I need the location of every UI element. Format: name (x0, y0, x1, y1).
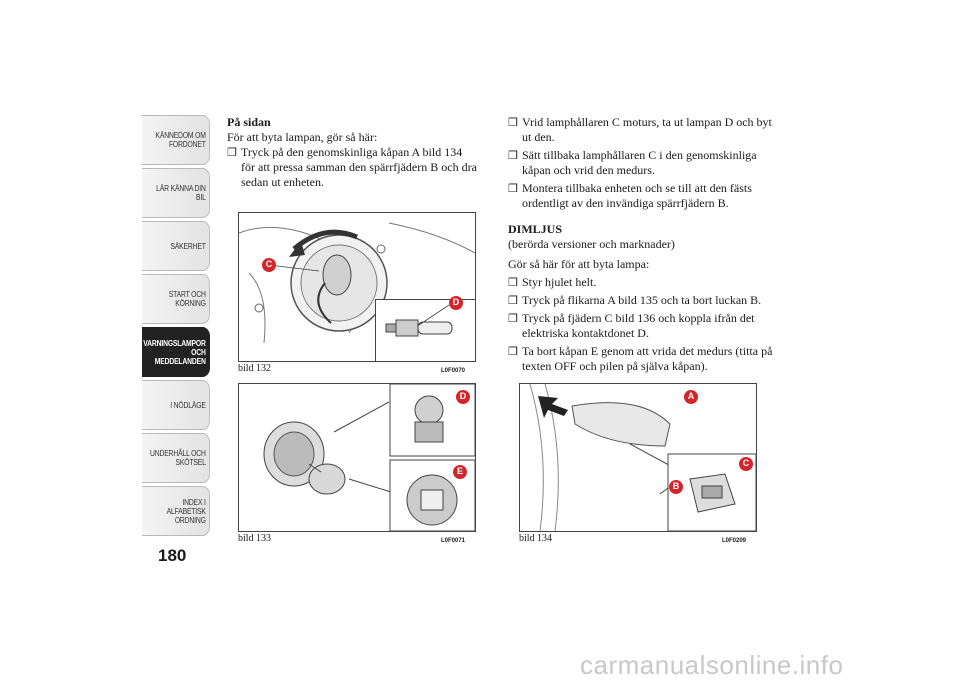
left-column: På sidan För att byta lampan, gör så här… (227, 115, 477, 193)
figure-code: L0F0070 (441, 368, 466, 374)
list-item-text: Tryck på fjädern C bild 136 och koppla i… (522, 311, 755, 340)
sidebar-item-kannedom[interactable]: KÄNNEDOM OM FORDONET (142, 115, 210, 165)
intro-text: Gör så här för att byta lampa: (508, 257, 650, 271)
label-c: C (265, 259, 273, 269)
list-item: ❒ Montera tillbaka enheten och se till a… (508, 181, 778, 211)
sidebar-item-label: START OCH KÖRNING (168, 290, 206, 308)
sidebar-item-start[interactable]: START OCH KÖRNING (142, 274, 210, 324)
list-item-text: Tryck på flikarna A bild 135 och ta bort… (522, 293, 762, 307)
sidebar-item-label: INDEX I ALFABETISK ORDNING (166, 497, 206, 525)
figure-134: A C B (519, 383, 757, 532)
list-item-text: Montera tillbaka enheten och se till att… (522, 181, 752, 210)
sidebar-item-label: I NÖDLÄGE (170, 400, 206, 410)
label-c: C (742, 458, 750, 468)
checkbox-icon: ❒ (508, 313, 518, 325)
sidebar-item-label: LÄR KÄNNA DIN BIL (156, 184, 206, 202)
sidebar-item-index[interactable]: INDEX I ALFABETISK ORDNING (142, 486, 210, 536)
label-d: D (452, 297, 460, 307)
checkbox-icon: ❒ (508, 295, 518, 307)
checkbox-icon: ❒ (508, 346, 518, 358)
label-e: E (456, 466, 463, 476)
right-column: ❒ Vrid lamphållaren C moturs, ta ut lamp… (508, 115, 778, 377)
list-item-text: Ta bort kåpan E genom att vrida det medu… (522, 344, 773, 373)
list-item: ❒ Vrid lamphållaren C moturs, ta ut lamp… (508, 115, 778, 145)
intro-text: För att byta lampan, gör så här: (227, 130, 378, 144)
sidebar-item-sakerhet[interactable]: SÄKERHET (142, 221, 210, 271)
list-item: ❒ Tryck på flikarna A bild 135 och ta bo… (508, 293, 778, 308)
sidebar-item-label: SÄKERHET (170, 241, 206, 251)
figure-133: D E (238, 383, 476, 532)
sidebar-item-underhall[interactable]: UNDERHÅLL OCH SKÖTSEL (142, 433, 210, 483)
headlamp-illustration (239, 222, 475, 344)
list-item-text: Tryck på den genomskinliga kåpan A bild … (241, 145, 477, 189)
page-number: 180 (158, 546, 187, 565)
figure-caption: bild 133 (238, 533, 272, 544)
sidebar-item-label: UNDERHÅLL OCH SKÖTSEL (150, 449, 206, 467)
figure-code: L0F0209 (722, 538, 747, 544)
section-subheading: (berörda versioner och marknader) (508, 237, 675, 251)
list-item: ❒ Sätt tillbaka lamphållaren C i den gen… (508, 148, 778, 178)
list-item: ❒ Tryck på den genomskinliga kåpan A bil… (227, 145, 477, 190)
section-heading: DIMLJUS (508, 222, 563, 236)
list-item-text: Vrid lamphållaren C moturs, ta ut lampan… (522, 115, 772, 144)
figure-133-labels (453, 390, 470, 479)
checkbox-icon: ❒ (508, 117, 518, 129)
label-b: B (672, 481, 680, 491)
label-d: D (459, 391, 467, 401)
side-lamp-illustration (529, 384, 756, 531)
checkbox-icon: ❒ (508, 150, 518, 162)
figure-132: C D (238, 212, 476, 362)
sidebar-item-varningslampor[interactable]: VARNINGSLAMPOR OCH MEDDELANDEN (142, 327, 210, 377)
checkbox-icon: ❒ (508, 277, 518, 289)
list-item: ❒ Styr hjulet helt. (508, 275, 778, 290)
checkbox-icon: ❒ (227, 147, 237, 159)
sidebar-item-label: KÄNNEDOM OM FORDONET (155, 131, 206, 149)
list-item: ❒ Ta bort kåpan E genom att vrida det me… (508, 344, 778, 374)
list-item-text: Styr hjulet helt. (522, 275, 597, 289)
list-item: ❒ Tryck på fjädern C bild 136 och koppla… (508, 311, 778, 341)
section-heading: På sidan (227, 115, 271, 129)
figure-caption: bild 132 (238, 363, 272, 374)
sidebar-item-lar-kanna[interactable]: LÄR KÄNNA DIN BIL (142, 168, 210, 218)
sidebar-item-nodlage[interactable]: I NÖDLÄGE (142, 380, 210, 430)
watermark: carmanualsonline.info (580, 650, 844, 680)
list-item-text: Sätt tillbaka lamphållaren C i den genom… (522, 148, 757, 177)
label-a: A (687, 391, 695, 401)
figure-caption: bild 134 (519, 533, 553, 544)
figure-134-labels (669, 390, 753, 494)
sidebar-item-label: VARNINGSLAMPOR OCH MEDDELANDEN (143, 338, 206, 366)
bulb-d-illustration (385, 319, 453, 337)
figure-132-labels (262, 258, 463, 326)
checkbox-icon: ❒ (508, 183, 518, 195)
figure-code: L0F0071 (441, 538, 466, 544)
